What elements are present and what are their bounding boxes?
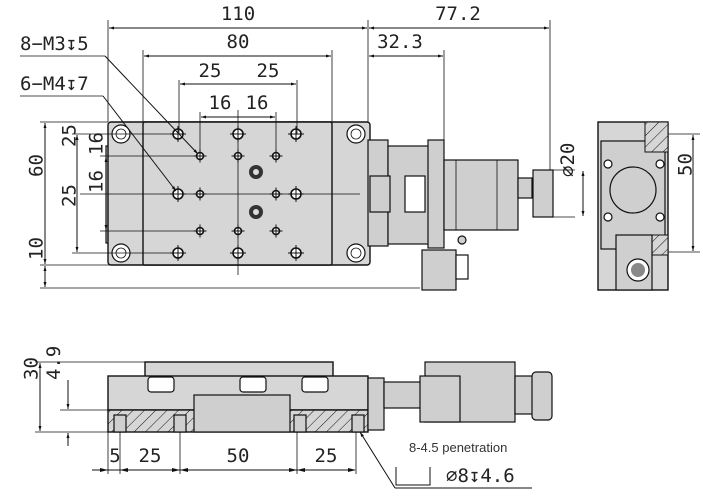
side-screws	[113, 376, 365, 433]
dim-77-2: 77.2	[435, 3, 481, 25]
penetration-note: 8-4.5 penetration	[409, 440, 507, 455]
dim-25-bottom: 25	[59, 184, 81, 207]
end-view: 50 ⌀20	[553, 121, 700, 291]
dim-4-9: 4.9	[43, 346, 65, 380]
dim-30: 30	[21, 357, 43, 380]
callout-m3: 8−M3↧5	[20, 33, 89, 55]
dim-80: 80	[227, 31, 250, 53]
top-view-dimensions: 110 77.2 80 32.3 25 25 16 16 60 10 25 25…	[20, 3, 551, 289]
dim-25-top: 25	[59, 124, 81, 147]
callout-m4: 6−M4↧7	[20, 73, 89, 95]
dim-60: 60	[26, 154, 48, 177]
dim-16-left: 16	[209, 92, 232, 114]
dim-16-bottom: 16	[86, 170, 108, 193]
top-view	[80, 110, 554, 291]
dim-5: 5	[109, 445, 120, 467]
connector-box	[421, 249, 457, 291]
dim-50-bottom: 50	[227, 445, 250, 467]
dim-25-bottom-left: 25	[139, 445, 162, 467]
dim-25-left: 25	[199, 60, 222, 82]
side-knob	[531, 371, 553, 421]
dim-25-right: 25	[257, 60, 280, 82]
dim-110: 110	[221, 3, 255, 25]
dim-diameter-20: ⌀20	[557, 143, 579, 177]
dim-16-right: 16	[246, 92, 269, 114]
side-view	[107, 361, 553, 433]
dim-10: 10	[26, 237, 48, 260]
dim-16-top: 16	[86, 132, 108, 155]
dim-25-bottom-right: 25	[315, 445, 338, 467]
side-view-dimensions: 30 4.9 5 25 50 25 8-4.5 penetration ⌀8↧4…	[21, 346, 532, 489]
knob	[532, 169, 554, 218]
dim-50: 50	[675, 153, 697, 176]
counterbore-callout: ⌀8↧4.6	[446, 465, 515, 487]
dim-32-3: 32.3	[377, 31, 423, 53]
